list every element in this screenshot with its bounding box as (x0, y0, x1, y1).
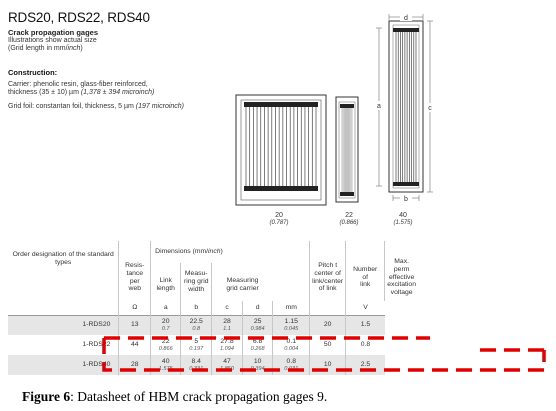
carrier-line-1: Carrier: phenolic resin, glass-fiber rei… (8, 81, 148, 88)
figure-caption: Figure 6: Datasheet of HBM crack propaga… (22, 389, 328, 404)
unit-blank (309, 301, 346, 315)
dim-label-d: d (404, 15, 408, 22)
subtitle-line-2: (Grid length in mm/inch) (8, 45, 83, 52)
carrier-line-2: thickness (35 ± 10) µm (1,378 ± 394 micr… (8, 89, 155, 96)
dimensions-header: Dimensions (mm/inch) (150, 241, 310, 263)
unit-c: c (211, 301, 243, 315)
gage-rds40-size: 40(1.575) (393, 212, 413, 226)
row-resistance: 44 (118, 335, 151, 355)
grid-foil-line: Grid foil: constantan foil, thickness, 5… (8, 103, 185, 110)
row-voltage: 1.5 (345, 314, 385, 335)
table-units-row: Ω a b c d mm V (8, 301, 418, 315)
row-resistance: 13 (118, 314, 151, 335)
row-number: 50 (309, 335, 346, 355)
gage-rds40-illustration: d a c b (374, 13, 435, 203)
dim-label-b: b (404, 196, 408, 203)
row-name: 1-RDS22 (8, 335, 119, 355)
subtitle-line-1: Illustrations show actual size (8, 37, 97, 44)
order-designation-header: Order designation of the standard types (8, 241, 119, 315)
construction-heading: Construction: (8, 68, 58, 77)
row-name: 1-RDS20 (8, 314, 119, 335)
gage-rds22-size: 22(0.866) (339, 212, 359, 226)
unit-b: b (180, 301, 212, 315)
unit-mm: mm (272, 301, 310, 315)
spec-table: Order designation of the standard types … (8, 241, 418, 375)
unit-v: V (345, 301, 385, 315)
gage-illustrations: d a c b (235, 13, 435, 206)
dim-label-a: a (377, 103, 381, 110)
page-title: RDS20, RDS22, RDS40 (8, 10, 150, 25)
gage-rds22-illustration (335, 96, 359, 203)
unit-a: a (150, 301, 181, 315)
unit-ohm: Ω (118, 301, 151, 315)
table-header-row-1: Order designation of the standard types … (8, 241, 418, 315)
row-number: 20 (309, 314, 346, 335)
unit-d: d (241, 301, 273, 315)
row-voltage: 0.8 (345, 335, 385, 355)
page-subtitle: Crack propagation gages (8, 28, 99, 37)
gage-rds20-illustration (235, 94, 327, 206)
gage-rds20-size: 20(0.787) (269, 212, 289, 226)
dim-label-c: c (428, 105, 432, 112)
rds22-highlight-dashed-box (102, 336, 546, 372)
row-name: 1-RDS40 (8, 355, 119, 375)
